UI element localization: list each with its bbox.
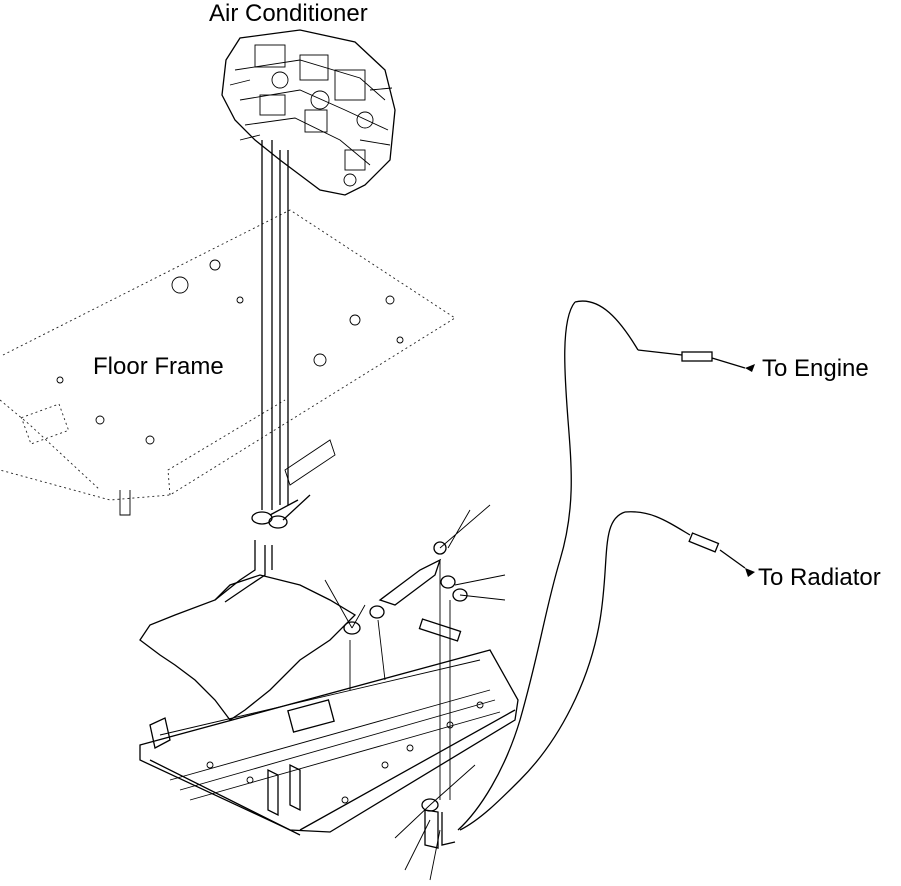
hose-to-radiator bbox=[459, 511, 755, 831]
hose-to-engine bbox=[457, 300, 755, 831]
cover-sheet bbox=[139, 558, 442, 721]
to-radiator-label: To Radiator bbox=[758, 564, 881, 591]
clamps bbox=[324, 504, 506, 881]
floor-frame bbox=[0, 209, 456, 516]
air-conditioner-unit bbox=[221, 29, 396, 196]
to-engine-label: To Engine bbox=[762, 355, 869, 382]
base-plate bbox=[139, 618, 519, 836]
air-conditioner-label: Air Conditioner bbox=[209, 0, 368, 27]
ac-hoses bbox=[214, 140, 311, 603]
floor-frame-label: Floor Frame bbox=[93, 353, 224, 380]
